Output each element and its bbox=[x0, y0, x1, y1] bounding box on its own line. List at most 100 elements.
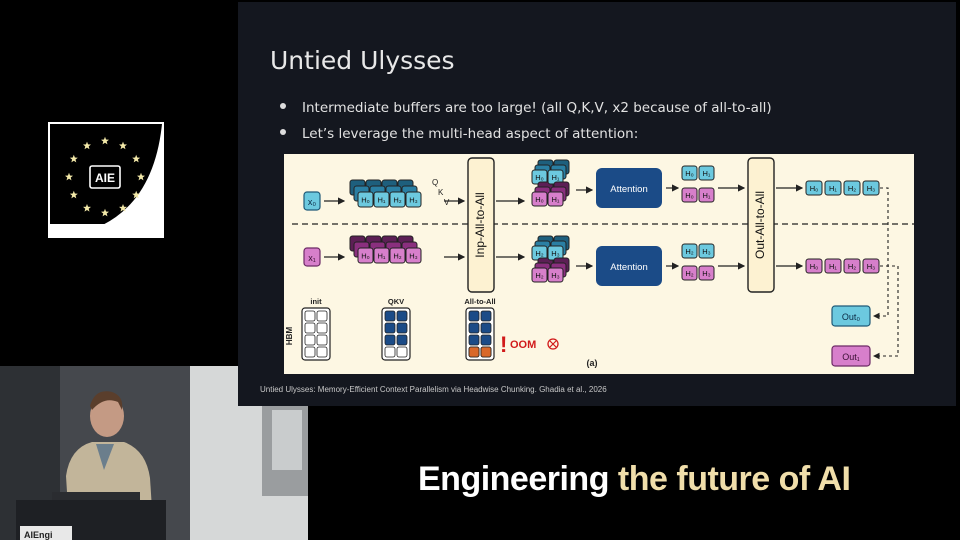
memory-cell bbox=[317, 311, 327, 321]
head-stack-bottom: H₂ H₂ H₃ H₃ bbox=[532, 236, 569, 282]
output-out1: Out₁ bbox=[832, 346, 870, 366]
head-label: H₃ bbox=[867, 262, 875, 271]
presentation-slide: Untied Ulysses Intermediate buffers are … bbox=[238, 2, 956, 406]
head-box: H₁ bbox=[699, 166, 714, 180]
output-out0: Out₀ bbox=[832, 306, 870, 326]
inp-all-to-all-label: Inp-All-to-All bbox=[473, 192, 487, 257]
final-heads-bottom: H₀ H₁ H₂ H₃ bbox=[806, 259, 879, 273]
head-box: H₁ bbox=[699, 188, 714, 202]
head-label: H₁ bbox=[829, 262, 837, 271]
head-box: H₀ bbox=[682, 188, 697, 202]
head-box: H₂ bbox=[682, 244, 697, 258]
head-box: H₀ bbox=[358, 248, 373, 263]
bullet-dot bbox=[280, 103, 286, 109]
head-box: H₁ bbox=[825, 181, 841, 195]
head-label: H₃ bbox=[702, 269, 710, 278]
head-label: H₁ bbox=[703, 169, 711, 178]
oom-exclamation: ! bbox=[500, 332, 507, 357]
head-label: H₂ bbox=[535, 271, 543, 280]
sad-face-icon bbox=[548, 339, 558, 349]
memory-cell bbox=[481, 323, 491, 333]
memory-cell bbox=[397, 323, 407, 333]
attention-block-top: Attention bbox=[596, 168, 662, 208]
memory-cell bbox=[385, 311, 395, 321]
output-label: Out₀ bbox=[842, 312, 861, 322]
out-all-to-all-label: Out-All-to-All bbox=[753, 191, 767, 259]
star-icon bbox=[137, 173, 145, 181]
head-label: H₁ bbox=[829, 184, 837, 193]
head-box: H₂ bbox=[844, 259, 860, 273]
head-label: H₃ bbox=[551, 249, 559, 258]
head-box: H₂ bbox=[844, 181, 860, 195]
input-label: x₀ bbox=[308, 197, 317, 207]
head-box: H₃ bbox=[699, 266, 714, 280]
bullet-item: Intermediate buffers are too large! (all… bbox=[280, 100, 772, 116]
star-icon bbox=[65, 173, 73, 181]
route-out0 bbox=[874, 188, 888, 316]
input-x1: x₁ bbox=[304, 248, 320, 266]
star-icon bbox=[83, 142, 91, 150]
head-label: H₀ bbox=[535, 195, 544, 204]
head-box: H₂ bbox=[390, 248, 405, 263]
slide-title: Untied Ulysses bbox=[270, 46, 455, 75]
head-label: H₁ bbox=[378, 252, 386, 261]
event-tagline: Engineering the future of AI bbox=[418, 460, 850, 499]
head-box: H₀ bbox=[806, 259, 822, 273]
memory-cell bbox=[469, 335, 479, 345]
head-label: H₂ bbox=[535, 249, 543, 258]
logo-text: AIE bbox=[95, 171, 115, 185]
head-label: H₂ bbox=[685, 247, 693, 256]
star-icon bbox=[83, 204, 91, 212]
memory-cell bbox=[469, 311, 479, 321]
head-label: H₃ bbox=[867, 184, 875, 193]
head-box: H₃ bbox=[406, 248, 421, 263]
memory-cell bbox=[305, 347, 315, 357]
memory-cell bbox=[397, 311, 407, 321]
memory-cell bbox=[385, 335, 395, 345]
head-label: H₀ bbox=[361, 196, 370, 205]
bullet-text: Let’s leverage the multi-head aspect of … bbox=[302, 126, 638, 142]
head-box: H₂ bbox=[682, 266, 697, 280]
input-x0: x₀ bbox=[304, 192, 320, 210]
input-label: x₁ bbox=[308, 253, 316, 263]
qkv-label: QKV bbox=[388, 297, 404, 306]
attention-label: Attention bbox=[610, 184, 648, 195]
final-heads-top: H₀ H₁ H₂ H₃ bbox=[806, 181, 879, 195]
head-label: H₁ bbox=[703, 191, 711, 200]
qkv-stack-bottom: H₀ H₁ H₂ H₃ bbox=[350, 236, 421, 263]
hbm-label: HBM bbox=[285, 327, 294, 346]
k-label: K bbox=[438, 188, 444, 197]
head-label: H₃ bbox=[409, 252, 417, 261]
head-label: H₂ bbox=[393, 252, 401, 261]
star-icon bbox=[101, 137, 109, 145]
head-label: H₀ bbox=[810, 262, 819, 271]
all-to-all-label: All-to-All bbox=[464, 297, 495, 306]
head-label: H₃ bbox=[551, 271, 559, 280]
memory-cell bbox=[317, 335, 327, 345]
v-label: V bbox=[444, 198, 450, 207]
head-box: H₃ bbox=[863, 259, 879, 273]
memory-cell bbox=[481, 311, 491, 321]
head-label: H₃ bbox=[409, 196, 417, 205]
memory-qkv bbox=[382, 308, 410, 360]
head-box: H₀ bbox=[806, 181, 822, 195]
oom-label: OOM bbox=[510, 339, 536, 351]
head-label: H₁ bbox=[552, 195, 560, 204]
aie-logo: AIE bbox=[48, 122, 164, 238]
memory-cell bbox=[385, 347, 395, 357]
head-label: H₁ bbox=[378, 196, 386, 205]
head-box: H₁ bbox=[825, 259, 841, 273]
head-label: H₀ bbox=[810, 184, 819, 193]
head-label: H₀ bbox=[361, 252, 370, 261]
out-all-to-all-block: Out-All-to-All bbox=[748, 158, 774, 292]
head-box: H₁ bbox=[548, 192, 563, 206]
memory-cell bbox=[385, 323, 395, 333]
svg-text:AIEngi: AIEngi bbox=[24, 530, 53, 540]
head-box: H₂ bbox=[532, 268, 547, 282]
head-label: H₂ bbox=[848, 262, 856, 271]
